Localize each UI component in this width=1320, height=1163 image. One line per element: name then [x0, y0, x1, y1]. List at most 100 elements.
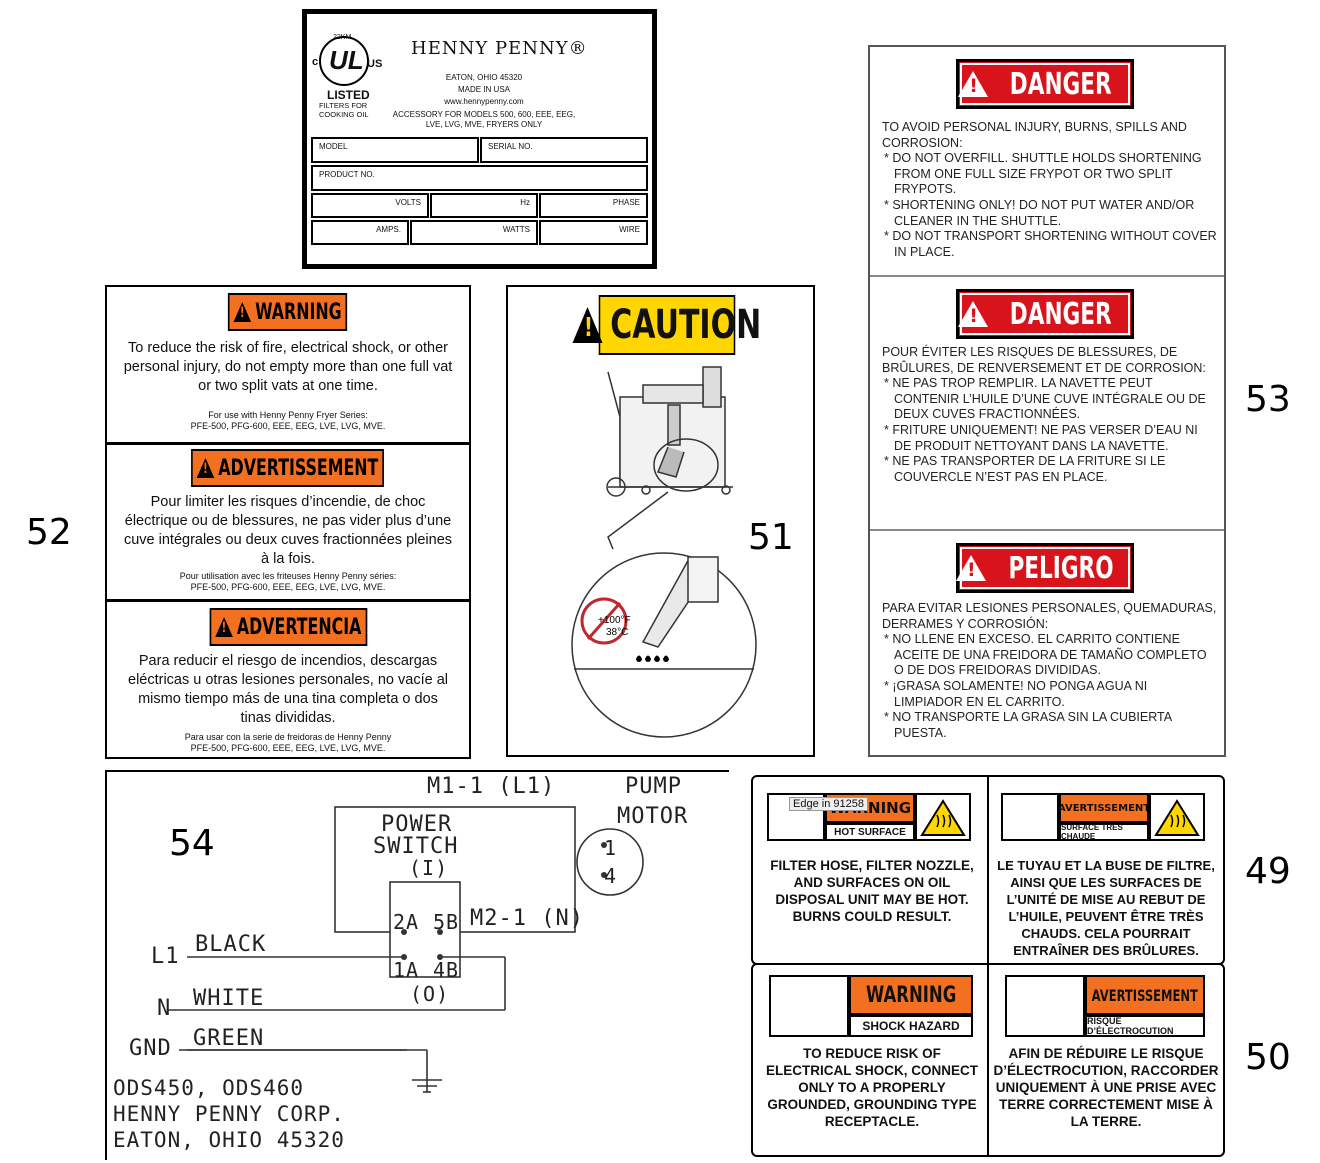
- warning-body: To reduce the risk of fire, electrical s…: [123, 340, 453, 394]
- electric-hand-pictogram-icon: [769, 975, 849, 1037]
- danger-triangle-icon: [958, 71, 989, 97]
- callout-50: 50: [1245, 1037, 1291, 1078]
- hot-surface-sub: HOT SURFACE: [825, 823, 915, 841]
- danger-body: TO AVOID PERSONAL INJURY, BURNS, SPILLS …: [882, 120, 1218, 260]
- pump-label: PUMP: [625, 774, 682, 799]
- caution-header: CAUTION: [572, 295, 761, 355]
- danger-bullet: * NE PAS TROP REMPLIR. LA NAVETTE PEUT C…: [884, 376, 1206, 422]
- phase-field: PHASE: [539, 193, 648, 218]
- danger-section-es: PELIGRO PARA EVITAR LESIONES PERSONALES,…: [870, 529, 1224, 753]
- terminal-4b: 4B: [433, 958, 460, 982]
- serial-field: SERIAL NO.: [480, 137, 648, 163]
- models-line: PFE-500, PFG-600, EEE, EEG, LVE, LVG, MV…: [190, 582, 386, 592]
- wiring-diagram-label: M1-1 (L1) PUMP MOTOR POWER SWITCH (I) 2A…: [105, 770, 729, 1160]
- temp-f: +100°F: [598, 615, 631, 626]
- callout-53: 53: [1245, 379, 1291, 420]
- black-wire-label: BLACK: [195, 932, 267, 957]
- warning-section-es: ADVERTENCIA Para reducir el riesgo de in…: [107, 599, 469, 758]
- hot-surface-body-fr: LE TUYAU ET LA BUSE DE FILTRE, AINSI QUE…: [997, 858, 1215, 958]
- terminal-1a: 1A: [393, 958, 420, 982]
- wire-field: WIRE: [539, 220, 648, 245]
- danger-triangle-icon: [958, 301, 989, 327]
- ul-c: c: [312, 56, 319, 68]
- hand-burn-pictogram-icon: [1001, 793, 1059, 841]
- model-field: MODEL: [311, 137, 479, 163]
- gnd-label: GND: [129, 1036, 172, 1061]
- warning-label: WARNING: [255, 299, 343, 325]
- danger-bullet: * DO NOT TRANSPORT SHORTENING WITHOUT CO…: [884, 229, 1217, 259]
- callout-54: 54: [169, 823, 215, 864]
- warning-triangle-icon: [214, 617, 233, 637]
- warning-header: AVERTISSEMENT: [1085, 975, 1205, 1015]
- danger-header: PELIGRO: [956, 543, 1134, 593]
- ul-mark: UL: [329, 45, 364, 75]
- shock-hazard-body-en: TO REDUCE RISK OF ELECTRICAL SHOCK, CONN…: [765, 1046, 978, 1129]
- danger-header: DANGER: [956, 289, 1134, 339]
- amps-field: AMPS.: [311, 220, 409, 245]
- switch-label: SWITCH: [373, 834, 459, 859]
- n-label: N: [157, 996, 172, 1021]
- filters-text: FILTERS FOR COOKING OIL: [319, 101, 369, 119]
- warning-series: Pour utilisation avec les friteuses Henn…: [107, 571, 469, 593]
- electric-hand-pictogram-icon: [1005, 975, 1085, 1037]
- hot-surface-label: WARNING HOT SURFACE Edge in 91258 FILTER…: [751, 775, 1225, 965]
- terminal-5b: 5B: [433, 910, 460, 934]
- danger-bullet: * DO NOT OVERFILL. SHUTTLE HOLDS SHORTEN…: [884, 151, 1202, 197]
- hot-surface-triangle-icon: [915, 793, 971, 841]
- danger-bullet: * NO TRANSPORTE LA GRASA SIN LA CUBIERTA…: [884, 710, 1172, 740]
- warning-label: ADVERTISSEMENT: [218, 455, 379, 481]
- warning-section-fr: ADVERTISSEMENT Pour limiter les risques …: [107, 442, 469, 600]
- danger-body: PARA EVITAR LESIONES PERSONALES, QUEMADU…: [882, 601, 1218, 741]
- danger-header: DANGER: [956, 59, 1134, 109]
- m2-1-label: M2-1 (N): [470, 906, 584, 931]
- brand-logo: HENNY PENNY®: [411, 38, 588, 59]
- danger-lead: TO AVOID PERSONAL INJURY, BURNS, SPILLS …: [882, 120, 1187, 150]
- shock-hazard-body-fr: AFIN DE RÉDUIRE LE RISQUE D’ÉLECTROCUTIO…: [993, 1046, 1219, 1129]
- warning-body: Pour limiter les risques d’incendie, de …: [123, 494, 453, 567]
- made-in: MADE IN USA: [457, 85, 510, 94]
- warning-section-en: WARNING To reduce the risk of fire, elec…: [107, 287, 469, 442]
- danger-shuttle-label: DANGER TO AVOID PERSONAL INJURY, BURNS, …: [868, 45, 1226, 757]
- danger-lead: PARA EVITAR LESIONES PERSONALES, QUEMADU…: [882, 601, 1217, 631]
- nameplate-label: 22KM UL c US LISTED FILTERS FOR COOKING …: [302, 9, 657, 269]
- switch-off-label: (O): [410, 982, 450, 1006]
- series-line: Pour utilisation avec les friteuses Henn…: [179, 571, 397, 581]
- shock-hazard-label: WARNING SHOCK HAZARD TO REDUCE RISK OF E…: [751, 963, 1225, 1157]
- accessory-text: ACCESSORY FOR MODELS 500, 600, EEE, EEG,…: [392, 110, 576, 129]
- warning-label: ADVERTENCIA: [236, 614, 362, 640]
- hot-surface-body-en: FILTER HOSE, FILTER NOZZLE, AND SURFACES…: [770, 858, 974, 924]
- edge-tooltip: Edge in 91258: [789, 797, 868, 811]
- ul-us: US: [367, 58, 383, 70]
- pump-terminal-1: 1: [604, 836, 618, 860]
- hot-surface-triangle-icon: [1149, 793, 1205, 841]
- watts-field: WATTS: [410, 220, 538, 245]
- city: EATON, OHIO 45320: [445, 73, 523, 82]
- danger-text: DANGER: [1010, 66, 1112, 102]
- ul-logo-icon: UL: [319, 36, 369, 86]
- warning-text: WARNING: [865, 982, 957, 1008]
- power-label: POWER: [381, 812, 453, 837]
- divider: [987, 777, 989, 963]
- danger-triangle-icon: [956, 555, 986, 581]
- warning-body: Para reducir el riesgo de incendios, des…: [128, 653, 448, 726]
- danger-section-en: DANGER TO AVOID PERSONAL INJURY, BURNS, …: [870, 47, 1224, 275]
- address-line: EATON, OHIO 45320: [113, 1128, 345, 1152]
- danger-text: DANGER: [1010, 296, 1112, 332]
- temp-c: 38°C: [606, 627, 628, 638]
- caution-text: CAUTION: [610, 302, 762, 348]
- danger-text: PELIGRO: [1008, 550, 1114, 586]
- caution-label: CAUTION +100°: [506, 285, 815, 757]
- danger-body: POUR ÉVITER LES RISQUES DE BLESSURES, DE…: [882, 345, 1218, 485]
- company-line: HENNY PENNY CORP.: [113, 1102, 345, 1126]
- hz-field: Hz: [430, 193, 538, 218]
- callout-51: 51: [748, 517, 794, 558]
- warning-text: AVERTISSEMENT: [1057, 802, 1151, 814]
- warning-header: AVERTISSEMENT: [1057, 793, 1151, 823]
- m1-1-label: M1-1 (L1): [427, 774, 556, 799]
- motor-label: MOTOR: [617, 804, 689, 829]
- shock-hazard-sub: RISQUE D’ÉLECTROCUTION: [1085, 1015, 1205, 1037]
- danger-bullet: * NO LLENE EN EXCESO. EL CARRITO CONTIEN…: [884, 632, 1207, 678]
- warning-series: For use with Henny Penny Fryer Series:PF…: [107, 410, 469, 432]
- models-line: ODS450, ODS460: [113, 1076, 305, 1100]
- product-field: PRODUCT NO.: [311, 165, 648, 191]
